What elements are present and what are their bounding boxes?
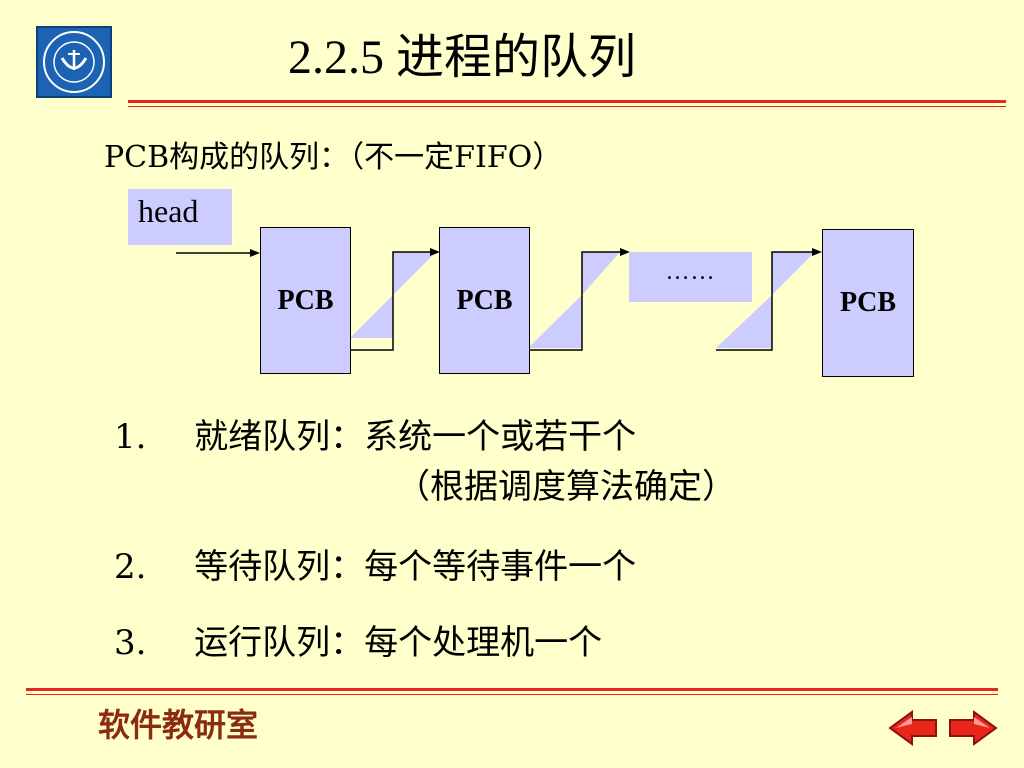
connector-3-line	[716, 251, 816, 351]
list-item-2: 2. 等待队列：每个等待事件一个	[114, 544, 636, 590]
ellipsis-box: ……	[629, 252, 752, 302]
list-item-1-sub: （根据调度算法确定）	[396, 464, 736, 510]
pcb-node-last: PCB	[822, 229, 914, 377]
head-label: head	[138, 193, 199, 229]
pcb-label: PCB	[277, 284, 334, 316]
list-item-text: 等待队列：每个等待事件一个	[194, 547, 637, 587]
list-item-number: 1.	[114, 417, 147, 457]
subtitle: PCB构成的队列：（不一定FIFO）	[104, 140, 563, 175]
list-item-1: 1. 就绪队列：系统一个或若干个	[114, 414, 636, 460]
pcb-queue-diagram	[176, 248, 822, 351]
connector-1-triangle-upper	[393, 252, 436, 295]
connector-1-arrow-tip	[430, 248, 440, 256]
connector-2-line	[528, 251, 626, 351]
connector-2-arrow-tip	[620, 248, 630, 256]
connector-2-triangle-lower	[528, 295, 582, 348]
left-arrow-icon	[888, 710, 937, 746]
previous-slide-button[interactable]	[886, 708, 940, 748]
pcb-node-2: PCB	[439, 227, 530, 374]
connector-3-arrow-tip	[812, 248, 822, 256]
list-item-text: 就绪队列：系统一个或若干个	[194, 417, 637, 457]
list-item-number: 2.	[114, 547, 147, 587]
list-item-text: 运行队列：每个处理机一个	[194, 623, 603, 663]
slide-title: 2.2.5 进程的队列	[288, 31, 637, 84]
footer-rule-thick	[26, 688, 998, 691]
footer-label: 软件教研室	[98, 706, 259, 744]
list-item-number: 3.	[114, 623, 147, 663]
title-rule-thin	[128, 106, 1006, 107]
pcb-label: PCB	[456, 284, 513, 316]
title-rule-thick	[128, 100, 1006, 103]
list-item-3: 3. 运行队列：每个处理机一个	[114, 620, 602, 666]
next-slide-button[interactable]	[946, 708, 1000, 748]
connector-1-line	[336, 251, 436, 351]
university-logo	[36, 26, 112, 98]
head-arrow-tip	[250, 249, 260, 257]
ellipsis-label: ……	[665, 259, 716, 285]
connector-3-triangle-lower	[716, 295, 772, 348]
connector-3-triangle-upper	[772, 252, 815, 295]
list-item-subtext: （根据调度算法确定）	[396, 467, 736, 507]
connector-1-triangle-lower	[350, 295, 393, 338]
university-seal-icon	[43, 31, 105, 93]
pcb-label: PCB	[840, 287, 896, 318]
right-arrow-icon	[949, 710, 998, 746]
head-pointer-box: head	[128, 189, 232, 245]
connector-2-triangle-upper	[582, 252, 620, 295]
footer-rule-thin	[26, 694, 998, 695]
pcb-node-1: PCB	[260, 227, 351, 374]
